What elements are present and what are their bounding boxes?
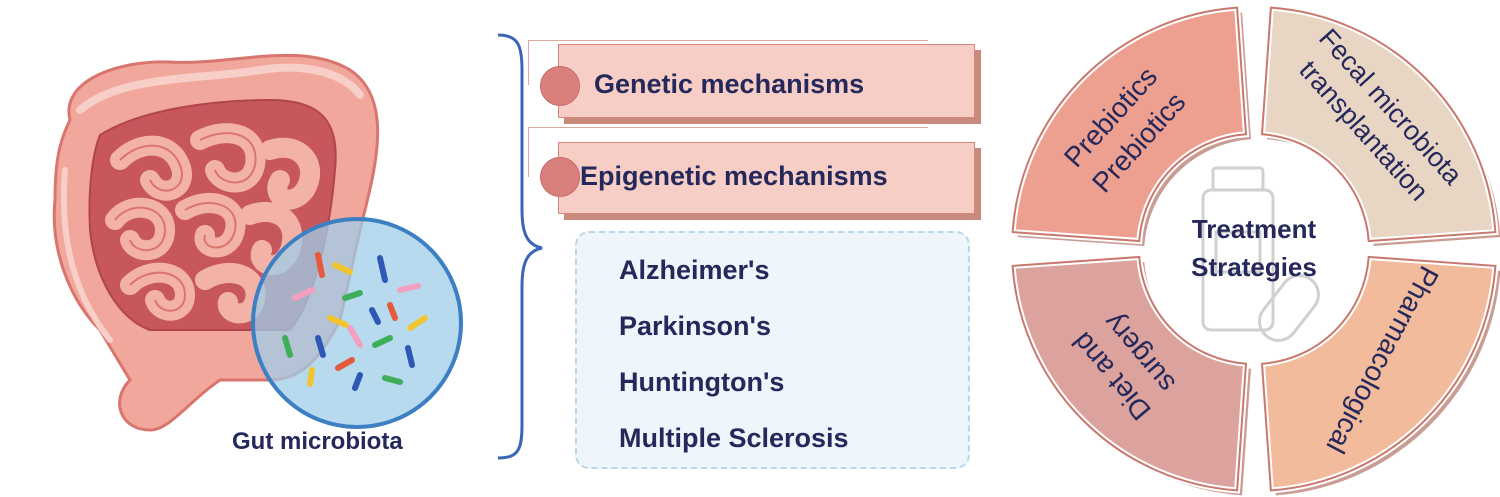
treatment-wheel: Treatment Strategies Prebiotics Prebioti… — [1009, 4, 1500, 496]
medicine-icon — [1201, 166, 1320, 342]
genetic-mechanisms-dot — [540, 66, 580, 106]
disease-item: Parkinson's — [619, 311, 771, 341]
gut-microbiota-label: Gut microbiota — [232, 428, 403, 455]
disease-item: Multiple Sclerosis — [619, 423, 849, 453]
center-title-line2: Strategies — [1191, 252, 1317, 282]
connector-vertical-2 — [528, 127, 529, 177]
epigenetic-mechanisms-dot — [540, 157, 580, 197]
epigenetic-mechanisms-box — [558, 142, 975, 214]
epigenetic-mechanisms-label: Epigenetic mechanisms — [580, 161, 888, 191]
gut-illustration — [52, 53, 463, 432]
disease-item: Huntington's — [619, 367, 785, 397]
disease-item: Alzheimer's — [619, 255, 770, 285]
curly-brace — [497, 33, 543, 460]
microbiota-lens — [251, 217, 463, 429]
center-title-line1: Treatment — [1192, 214, 1317, 244]
genetic-mechanisms-box — [558, 44, 975, 118]
connector-vertical-1 — [528, 40, 529, 85]
genetic-mechanisms-label: Genetic mechanisms — [594, 69, 865, 99]
bacteria — [282, 252, 428, 391]
center-circle — [1146, 141, 1362, 357]
connector-top — [528, 40, 928, 41]
connector-mid — [528, 127, 928, 128]
diseases-box: Alzheimer's Parkinson's Huntington's Mul… — [575, 231, 970, 469]
